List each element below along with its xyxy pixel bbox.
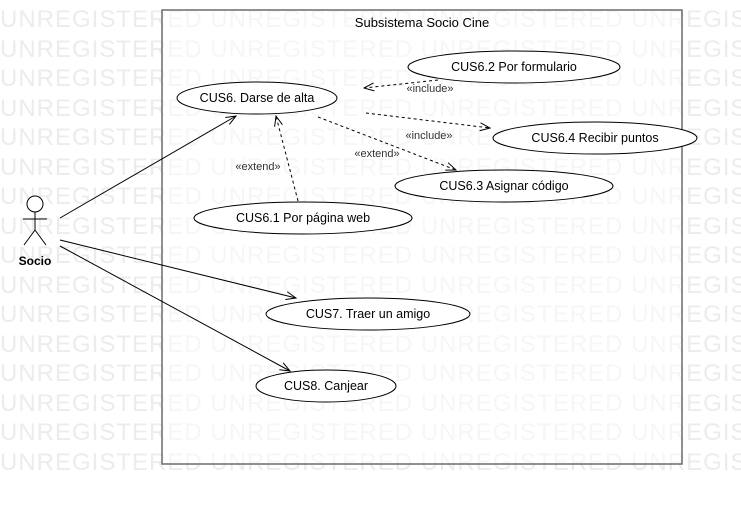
use-case-cus6-4[interactable]: CUS6.4 Recibir puntos [492, 121, 698, 155]
use-case-cus6-1-label: CUS6.1 Por página web [236, 211, 370, 225]
association-cus6[interactable] [59, 116, 236, 219]
extend-codigo-line[interactable] [317, 116, 456, 170]
use-case-cus6-4-label: CUS6.4 Recibir puntos [531, 131, 658, 145]
association-cus8[interactable] [59, 245, 290, 371]
use-case-cus6-1[interactable]: CUS6.1 Por página web [193, 201, 413, 235]
use-case-cus6-2-shape [407, 50, 621, 84]
use-case-cus6-3-shape [394, 169, 614, 203]
use-case-cus8-label: CUS8. Canjear [284, 379, 368, 393]
use-case-cus6-2-label: CUS6.2 Por formulario [451, 60, 577, 74]
use-case-cus7[interactable]: CUS7. Traer un amigo [265, 297, 471, 331]
extend-codigo-label: «extend» [354, 148, 399, 160]
system-boundary [161, 9, 683, 465]
use-case-cus7-label: CUS7. Traer un amigo [306, 307, 430, 321]
actor-socio[interactable] [23, 195, 47, 246]
include-puntos-label: «include» [405, 130, 452, 142]
use-case-cus7-shape [265, 297, 471, 331]
use-case-cus6-3[interactable]: CUS6.3 Asignar código [394, 169, 614, 203]
actor-label: Socio [19, 254, 52, 268]
use-case-cus6-3-label: CUS6.3 Asignar código [439, 179, 568, 193]
actor-left-leg [23, 229, 36, 246]
use-case-cus6[interactable]: CUS6. Darse de alta [176, 81, 338, 115]
use-case-cus6-1-shape [193, 201, 413, 235]
system-title: Subsistema Socio Cine [355, 15, 489, 30]
actor-head [26, 195, 44, 213]
include-puntos-line[interactable] [365, 112, 490, 128]
use-case-cus6-2[interactable]: CUS6.2 Por formulario [407, 50, 621, 84]
use-case-cus6-shape [176, 81, 338, 115]
use-case-cus6-4-shape [492, 121, 698, 155]
association-cus7[interactable] [59, 239, 296, 298]
extend-web-label: «extend» [235, 161, 280, 173]
include-formulario-line[interactable] [364, 79, 439, 88]
use-case-cus8[interactable]: CUS8. Canjear [255, 369, 397, 403]
use-case-cus6-label: CUS6. Darse de alta [200, 91, 315, 105]
actor-right-leg [34, 229, 47, 246]
use-case-cus8-shape [255, 369, 397, 403]
extend-web-line[interactable] [276, 116, 299, 202]
include-formulario-label: «include» [406, 83, 453, 95]
